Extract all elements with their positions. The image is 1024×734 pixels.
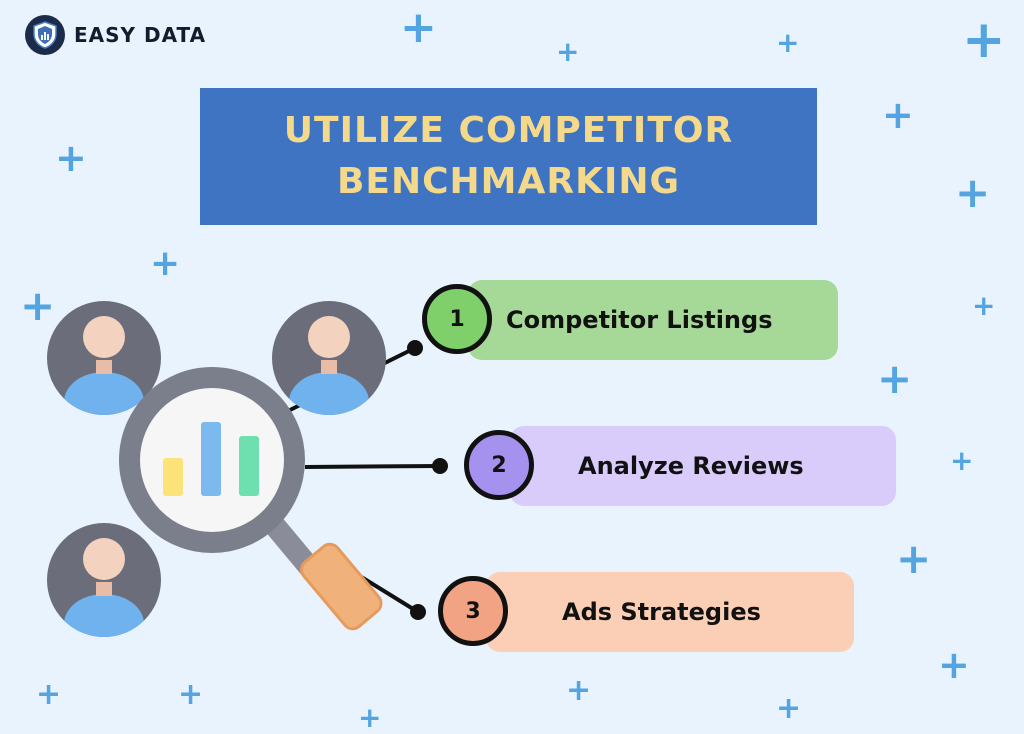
plus-decoration-icon: + <box>150 243 181 284</box>
item-3-label: Ads Strategies <box>562 598 761 626</box>
plus-decoration-icon: + <box>20 281 56 330</box>
plus-decoration-icon: + <box>178 677 204 712</box>
brand: EASY DATA <box>25 15 206 55</box>
title-line-2: BENCHMARKING <box>336 160 681 202</box>
title-banner: UTILIZE COMPETITOR BENCHMARKING <box>200 88 817 225</box>
plus-decoration-icon: + <box>896 534 932 583</box>
plus-decoration-icon: + <box>566 673 592 708</box>
plus-decoration-icon: + <box>556 35 580 68</box>
connector-dot-2 <box>432 458 448 474</box>
connector-dot-1 <box>407 340 423 356</box>
connector-line-2 <box>304 464 441 469</box>
brand-name: EASY DATA <box>74 23 207 47</box>
item-2-pill: Analyze Reviews <box>510 426 896 506</box>
item-2-number: 2 <box>464 430 534 500</box>
person-avatar-icon <box>47 523 161 637</box>
title-line-1: UTILIZE COMPETITOR <box>283 110 734 152</box>
plus-decoration-icon: + <box>55 136 87 180</box>
plus-decoration-icon: + <box>950 444 974 477</box>
plus-decoration-icon: + <box>938 643 970 687</box>
plus-decoration-icon: + <box>877 354 913 403</box>
plus-decoration-icon: + <box>776 26 800 59</box>
plus-decoration-icon: + <box>776 691 802 726</box>
plus-decoration-icon: + <box>962 10 1006 70</box>
item-1-label: Competitor Listings <box>506 306 773 334</box>
plus-decoration-icon: + <box>36 677 62 712</box>
bar-chart-icon <box>163 422 259 496</box>
item-3-pill: Ads Strategies <box>486 572 854 652</box>
person-avatar-icon <box>272 301 386 415</box>
plus-decoration-icon: + <box>882 93 914 137</box>
plus-decoration-icon: + <box>955 168 991 217</box>
connector-dot-3 <box>410 604 426 620</box>
shield-logo-icon <box>25 15 65 55</box>
item-1-number: 1 <box>422 284 492 354</box>
person-avatar-icon <box>47 301 161 415</box>
item-2-label: Analyze Reviews <box>578 452 804 480</box>
item-3-number: 3 <box>438 576 508 646</box>
item-1-pill: Competitor Listings <box>468 280 838 360</box>
plus-decoration-icon: + <box>972 289 996 322</box>
plus-decoration-icon: + <box>400 2 437 53</box>
